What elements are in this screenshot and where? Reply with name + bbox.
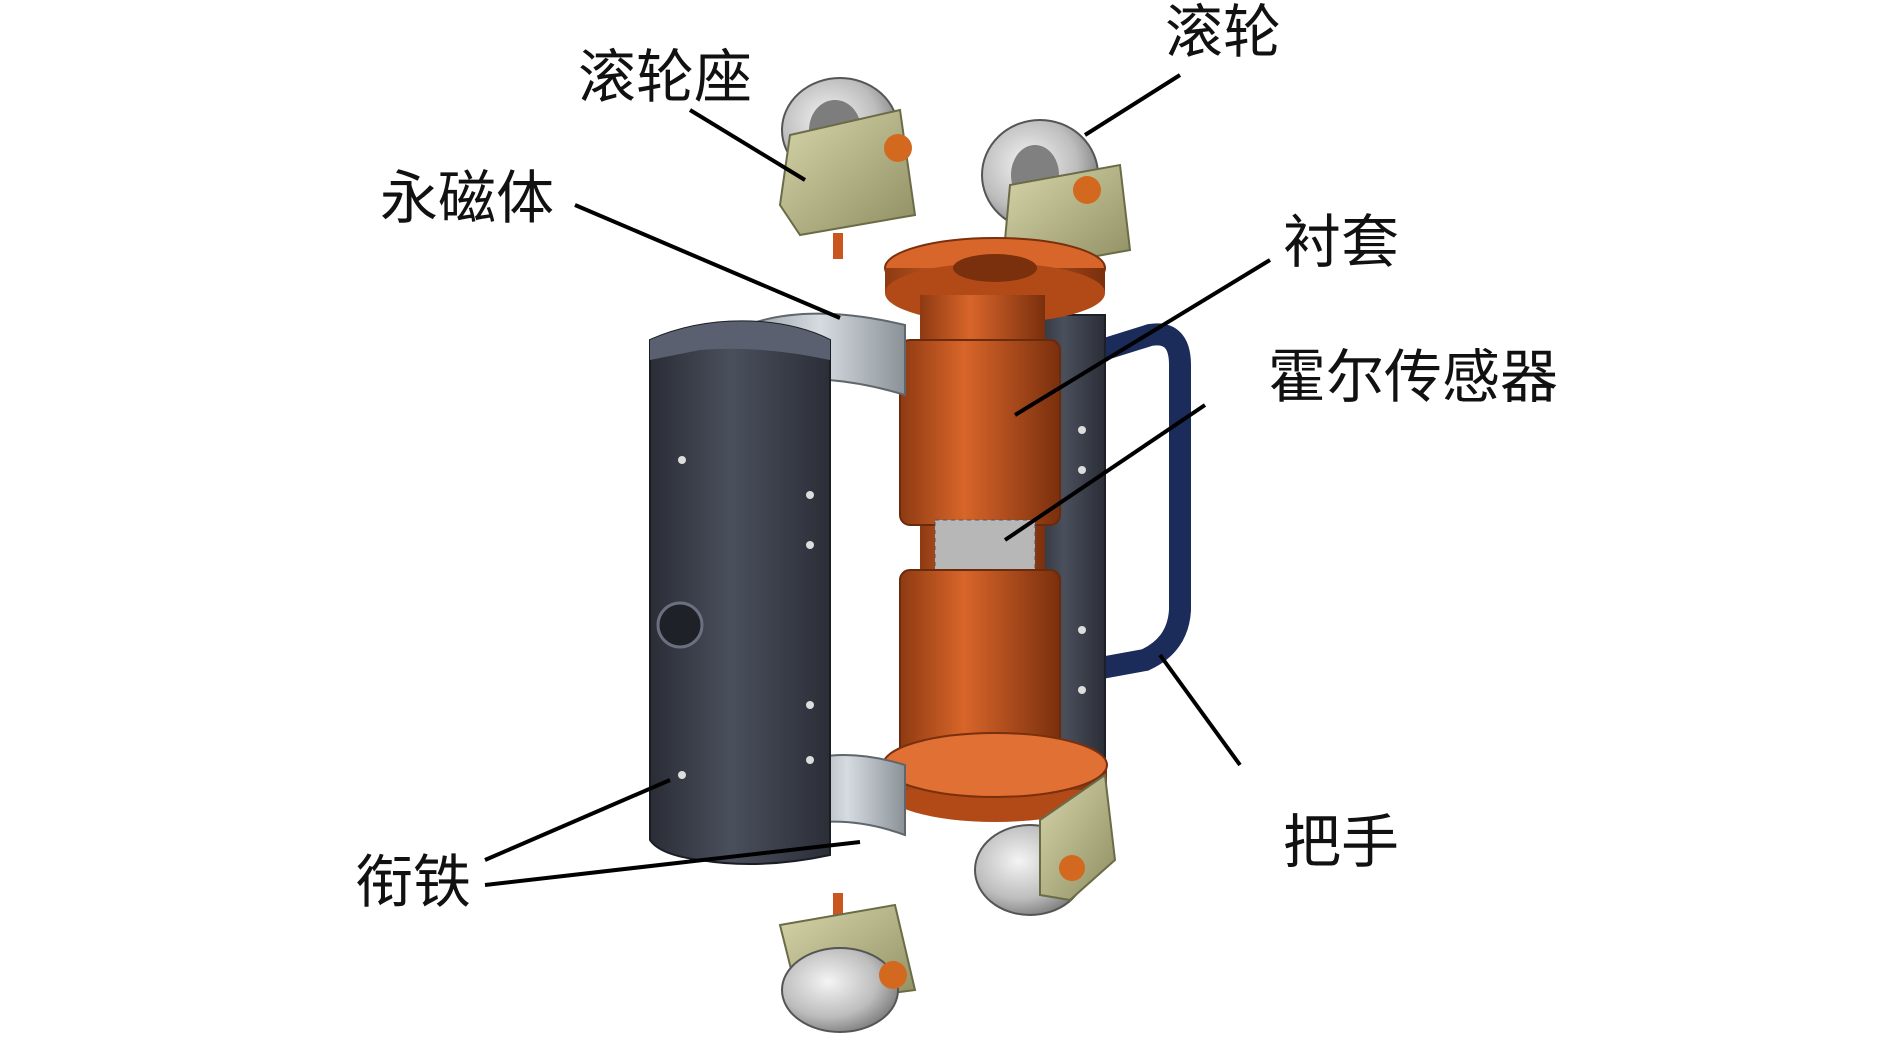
roller-lower-right bbox=[974, 773, 1117, 916]
leader-armature-2 bbox=[484, 840, 861, 887]
label-hall-sensor: 霍尔传感器 bbox=[1268, 343, 1558, 411]
bolt-icon bbox=[1073, 176, 1101, 204]
label-handle: 把手 bbox=[1283, 808, 1399, 876]
leader-hall-sensor bbox=[1003, 403, 1207, 542]
bushing-lower-sleeve bbox=[899, 569, 1061, 761]
label-roller-seat: 滚轮座 bbox=[578, 43, 752, 111]
label-permanent-magnet: 永磁体 bbox=[380, 164, 554, 232]
leader-handle bbox=[1158, 653, 1242, 767]
leader-bushing bbox=[1013, 258, 1272, 417]
seat-bracket-upper-left bbox=[778, 108, 917, 237]
leader-permanent-magnet bbox=[574, 203, 841, 320]
bushing-upper-sleeve bbox=[899, 339, 1061, 526]
armature-hole bbox=[656, 601, 704, 649]
roller-seat-lower bbox=[778, 893, 917, 1033]
roller-seat-upper bbox=[778, 77, 917, 259]
label-roller: 滚轮 bbox=[1165, 0, 1281, 66]
bushing bbox=[882, 237, 1108, 822]
label-bushing: 衬套 bbox=[1283, 208, 1399, 276]
bolt-icon bbox=[1059, 855, 1085, 881]
leader-roller-seat bbox=[688, 108, 807, 182]
armature-front bbox=[649, 320, 831, 865]
leader-roller bbox=[1083, 73, 1182, 137]
bolt-icon bbox=[884, 134, 912, 162]
roller-wheel-lower-left bbox=[781, 947, 899, 1033]
bolt-icon bbox=[879, 961, 907, 989]
handle-grip bbox=[1059, 323, 1191, 681]
seat-bracket-lower-right bbox=[1039, 773, 1117, 902]
label-armature: 衔铁 bbox=[355, 848, 471, 916]
leader-armature-1 bbox=[484, 778, 671, 862]
leader-lines bbox=[484, 73, 1272, 887]
